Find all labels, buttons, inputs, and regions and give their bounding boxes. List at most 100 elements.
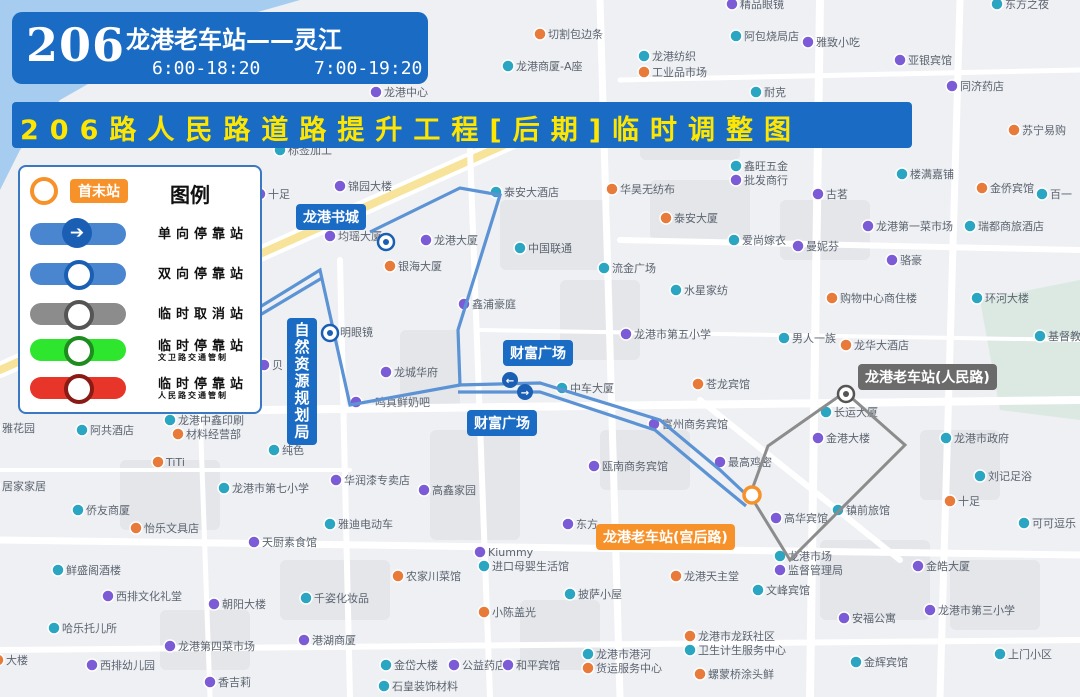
map-poi[interactable]: 爱尚嫁衣 xyxy=(727,233,786,247)
map-poi[interactable]: 苏宁易购 xyxy=(1007,123,1066,137)
map-poi[interactable]: 水星家纺 xyxy=(669,283,728,297)
map-poi[interactable]: 高华宾馆 xyxy=(769,511,828,525)
map-poi[interactable]: 金港大楼 xyxy=(811,431,870,445)
map-poi[interactable]: 和平宾馆 xyxy=(501,658,560,672)
map-poi[interactable]: 龙港市第五小学 xyxy=(619,327,711,341)
map-poi[interactable]: 曼妮芬 xyxy=(791,239,839,253)
map-poi[interactable]: 龙港中鑫印刷 xyxy=(163,413,244,427)
map-poi[interactable]: 货运服务中心 xyxy=(581,661,662,675)
stop-label-longgang-bookstore[interactable]: 龙港书城 xyxy=(296,204,366,230)
map-poi[interactable]: 龙港市龙跃社区 xyxy=(683,629,775,643)
map-poi[interactable]: 龙城华府 xyxy=(379,365,438,379)
map-poi[interactable]: 银海大厦 xyxy=(383,259,442,273)
map-poi[interactable]: 龙港商厦-A座 xyxy=(501,59,583,73)
map-poi[interactable]: 金侨宾馆 xyxy=(975,181,1034,195)
map-poi[interactable]: 亚银宾馆 xyxy=(893,53,952,67)
map-poi[interactable]: 切割包边条 xyxy=(533,27,603,41)
stop-label-old-station-renmin[interactable]: 龙港老车站(人民路) xyxy=(858,364,997,390)
map-poi[interactable]: 锦园大楼 xyxy=(333,179,392,193)
map-poi[interactable]: 文峰宾馆 xyxy=(751,583,810,597)
map-poi[interactable]: 鑫浦豪庭 xyxy=(457,297,516,311)
map-poi[interactable]: 十足 xyxy=(943,494,980,508)
map-poi[interactable]: 基督教 xyxy=(1033,329,1080,343)
map-poi[interactable]: 龙港纺织 xyxy=(637,49,696,63)
map-poi[interactable]: 材料经营部 xyxy=(171,427,241,441)
map-poi[interactable]: TiTi xyxy=(151,455,185,469)
map-poi[interactable]: 刘记足浴 xyxy=(973,469,1032,483)
map-poi[interactable]: 哈乐托儿所 xyxy=(47,621,117,635)
map-poi[interactable]: 金皓大厦 xyxy=(911,559,970,573)
map-poi[interactable]: 金辉宾馆 xyxy=(849,655,908,669)
map-poi[interactable]: 中车大厦 xyxy=(555,381,614,395)
stop-natural-resources-bureau[interactable] xyxy=(320,323,340,343)
map-poi[interactable]: 环河大楼 xyxy=(970,291,1029,305)
map-poi[interactable]: 华昊无纺布 xyxy=(605,182,675,196)
map-poi[interactable]: 龙港第四菜市场 xyxy=(163,639,255,653)
stop-label-wealth-plaza-south[interactable]: 财富广场 xyxy=(467,410,537,436)
map-poi[interactable]: 阿共酒店 xyxy=(75,423,134,437)
map-poi[interactable]: 怡乐文具店 xyxy=(129,521,199,535)
map-poi[interactable]: 卫生计生服务中心 xyxy=(683,643,786,657)
map-poi[interactable]: 精品眼镜 xyxy=(725,0,784,11)
map-poi[interactable]: 瓯南商务宾馆 xyxy=(587,459,668,473)
map-poi[interactable]: 东方 xyxy=(561,517,598,531)
map-poi[interactable]: 天厨素食馆 xyxy=(247,535,317,549)
map-poi[interactable]: 侨友商厦 xyxy=(71,503,130,517)
stop-old-station-renmin[interactable] xyxy=(836,384,856,404)
map-poi[interactable]: 耐克 xyxy=(749,85,786,99)
map-poi[interactable]: 进口母婴生活馆 xyxy=(477,559,569,573)
map-poi[interactable]: 龙港大厦 xyxy=(419,233,478,247)
map-poi[interactable]: 男人一族 xyxy=(777,331,836,345)
map-poi[interactable]: 龙港中心 xyxy=(369,85,428,99)
map-poi[interactable]: 石皇装饰材料 xyxy=(377,679,458,693)
stop-label-natural-resources-bureau[interactable]: 自然资源规划局 xyxy=(287,318,317,445)
map-poi[interactable]: 骆豪 xyxy=(885,253,922,267)
map-poi[interactable]: 泰安大厦 xyxy=(659,211,718,225)
map-poi[interactable]: 可可逗乐 xyxy=(1017,516,1076,530)
map-poi[interactable]: 鲜盛阁酒楼 xyxy=(51,563,121,577)
map-poi[interactable]: 港湖商厦 xyxy=(297,633,356,647)
map-poi[interactable]: 高鑫家园 xyxy=(417,483,476,497)
map-poi[interactable]: 千姿化妆品 xyxy=(299,591,369,605)
map-poi[interactable]: 龙港市第七小学 xyxy=(217,481,309,495)
map-poi[interactable]: 华润漆专卖店 xyxy=(329,473,410,487)
map-poi[interactable]: 楼满嘉铺 xyxy=(895,167,954,181)
map-poi[interactable]: 监督管理局 xyxy=(773,563,843,577)
map-poi[interactable]: 龙港市第三小学 xyxy=(923,603,1015,617)
map-poi[interactable]: 农家川菜馆 xyxy=(391,569,461,583)
map-poi[interactable]: 西排文化礼堂 xyxy=(101,589,182,603)
map-poi[interactable]: 中国联通 xyxy=(513,241,572,255)
map-poi[interactable]: 龙华大酒店 xyxy=(839,338,909,352)
stop-wealth-plaza-south[interactable]: → xyxy=(517,384,533,400)
map-poi[interactable]: 雅致小吃 xyxy=(801,35,860,49)
map-poi[interactable]: 香吉莉 xyxy=(203,675,251,689)
map-poi[interactable]: 购物中心商住楼 xyxy=(825,291,917,305)
map-poi[interactable]: 工业品市场 xyxy=(637,65,707,79)
map-poi[interactable]: 百一 xyxy=(1035,187,1072,201)
map-poi[interactable]: 瑞都商旅酒店 xyxy=(963,219,1044,233)
map-poi[interactable]: 小陈盖光 xyxy=(477,605,536,619)
map-poi[interactable]: 纯色 xyxy=(267,443,304,457)
stop-old-station-gonghou[interactable] xyxy=(742,485,762,505)
map-poi[interactable]: 螺蒙桥涂头鲜 xyxy=(693,667,774,681)
map-poi[interactable]: 安福公寓 xyxy=(837,611,896,625)
map-poi[interactable]: 均瑶大厦 xyxy=(323,229,382,243)
map-poi[interactable]: 同济药店 xyxy=(945,79,1004,93)
map-poi[interactable]: 雅花园 xyxy=(0,421,35,435)
map-poi[interactable]: 朝阳大楼 xyxy=(207,597,266,611)
map-poi[interactable]: 东方之夜 xyxy=(990,0,1049,11)
map-poi[interactable]: 上门小区 xyxy=(993,647,1052,661)
stop-wealth-plaza-north[interactable]: ← xyxy=(502,372,518,388)
map-poi[interactable]: Kiummy xyxy=(473,545,534,559)
map-poi[interactable]: 苍龙宾馆 xyxy=(691,377,750,391)
map-poi[interactable]: 龙港市政府 xyxy=(939,431,1009,445)
map-poi[interactable]: 阿包烧局店 xyxy=(729,29,799,43)
map-poi[interactable]: 金岱大楼 xyxy=(379,658,438,672)
map-poi[interactable]: 龙港市港河 xyxy=(581,647,651,661)
map-poi[interactable]: 流金广场 xyxy=(597,261,656,275)
map-poi[interactable]: 大楼 xyxy=(0,653,28,667)
map-poi[interactable]: 批发商行 xyxy=(729,173,788,187)
map-poi[interactable]: 鑫旺五金 xyxy=(729,159,788,173)
stop-label-wealth-plaza-north[interactable]: 财富广场 xyxy=(503,340,573,366)
